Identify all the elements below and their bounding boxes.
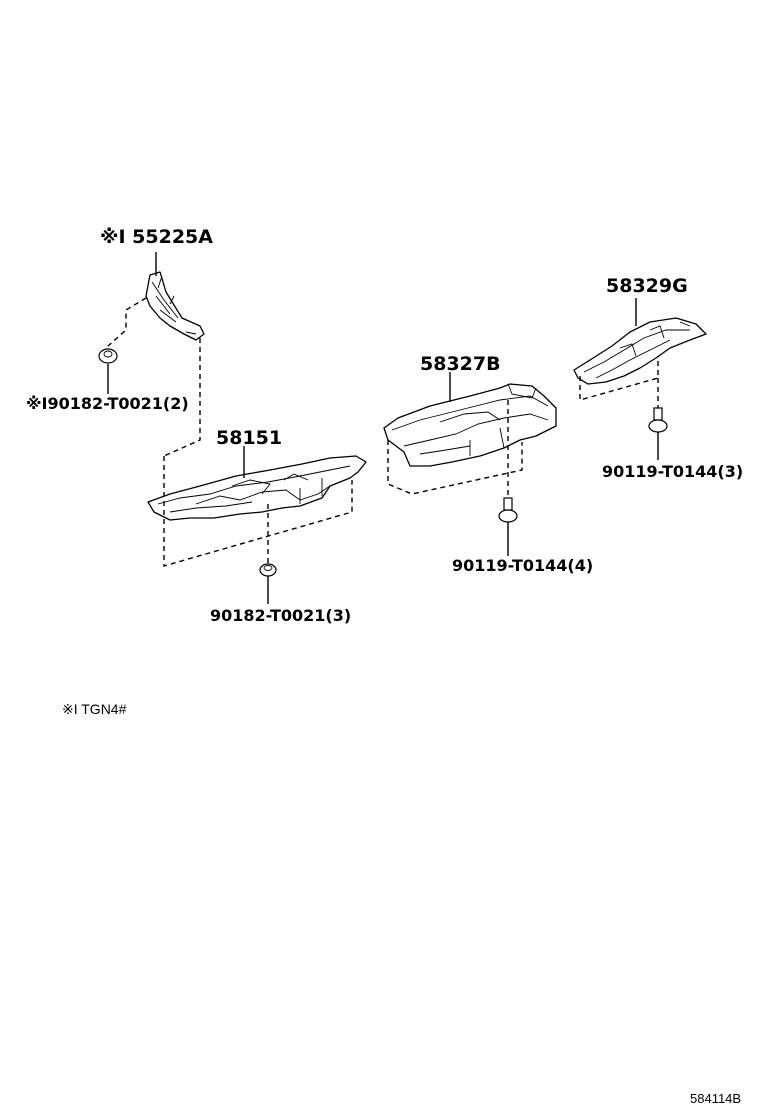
label-90182-t0021-2: ※I90182-T0021(2) [26,394,189,413]
nut-90182-2-icon [98,348,118,364]
label-90119-t0144-4: 90119-T0144(4) [452,556,594,575]
label-58151: 58151 [216,427,283,449]
label-58327b: 58327B [420,353,501,375]
part-58151-insulator [147,455,367,521]
bolt-90119-3-icon [648,407,668,433]
illustration-reference-number: 584114B [690,1091,742,1106]
nut-90182-3-icon [259,563,277,577]
bolt-90119-4-icon [498,497,518,523]
footnote-applicability: ※I TGN4# [62,701,127,717]
label-90182-t0021-3: 90182-T0021(3) [210,606,352,625]
label-58329g: 58329G [606,275,688,297]
dash-58329g-box [579,356,659,401]
label-90119-t0144-3: 90119-T0144(3) [602,462,744,481]
label-55225a: ※I 55225A [100,226,213,248]
part-58329g-insulator [573,317,707,385]
dash-58151-box [163,456,353,567]
dash-55225a-nut [107,297,147,347]
dash-58327b-box [387,440,523,495]
part-58327b-insulator [383,383,557,467]
part-55225a-bracket [145,271,205,341]
dash-55225a-to-58151 [163,338,201,457]
